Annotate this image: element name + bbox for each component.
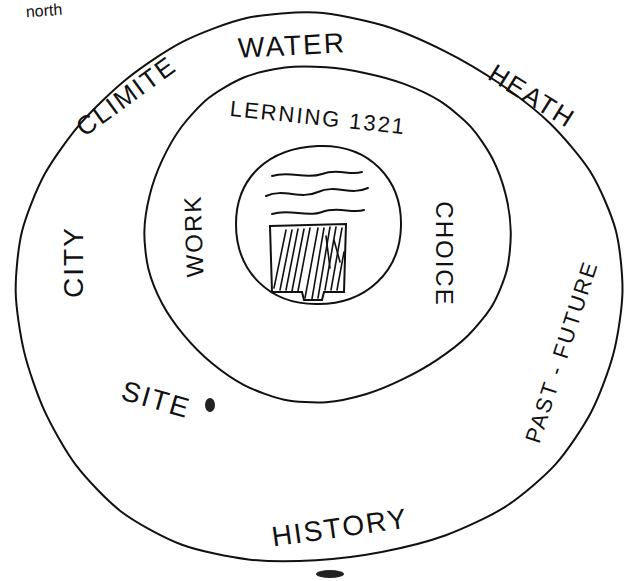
wave <box>272 210 364 214</box>
ring-word: HEATH <box>484 59 579 132</box>
note-label: north <box>25 2 62 21</box>
ring-circle: LERNING 1321WORK CHOICE <box>140 62 512 402</box>
ring-word: PAST - FUTURE <box>522 258 602 446</box>
ring-word: HISTORY <box>270 505 410 552</box>
inner-circle <box>236 146 401 304</box>
ring-word: WORK <box>181 194 208 277</box>
ink-blot <box>205 398 215 412</box>
wave <box>266 188 368 196</box>
ring-word: LERNING 1321 <box>229 98 407 138</box>
ring-circle: WATER HEATH CLIMITE CITY SITE HISTORY PAST - F… <box>8 14 624 570</box>
ring-word: SITE <box>118 377 193 423</box>
hatching <box>274 227 344 299</box>
wave <box>272 172 362 176</box>
ring-word: CITY <box>60 226 88 298</box>
figure-outline <box>270 224 346 300</box>
ink-blot <box>316 570 344 578</box>
ring-word: WATER <box>237 29 346 63</box>
ring-word: CLIMITE <box>71 51 181 141</box>
ring-word: CHOICE <box>432 201 456 306</box>
